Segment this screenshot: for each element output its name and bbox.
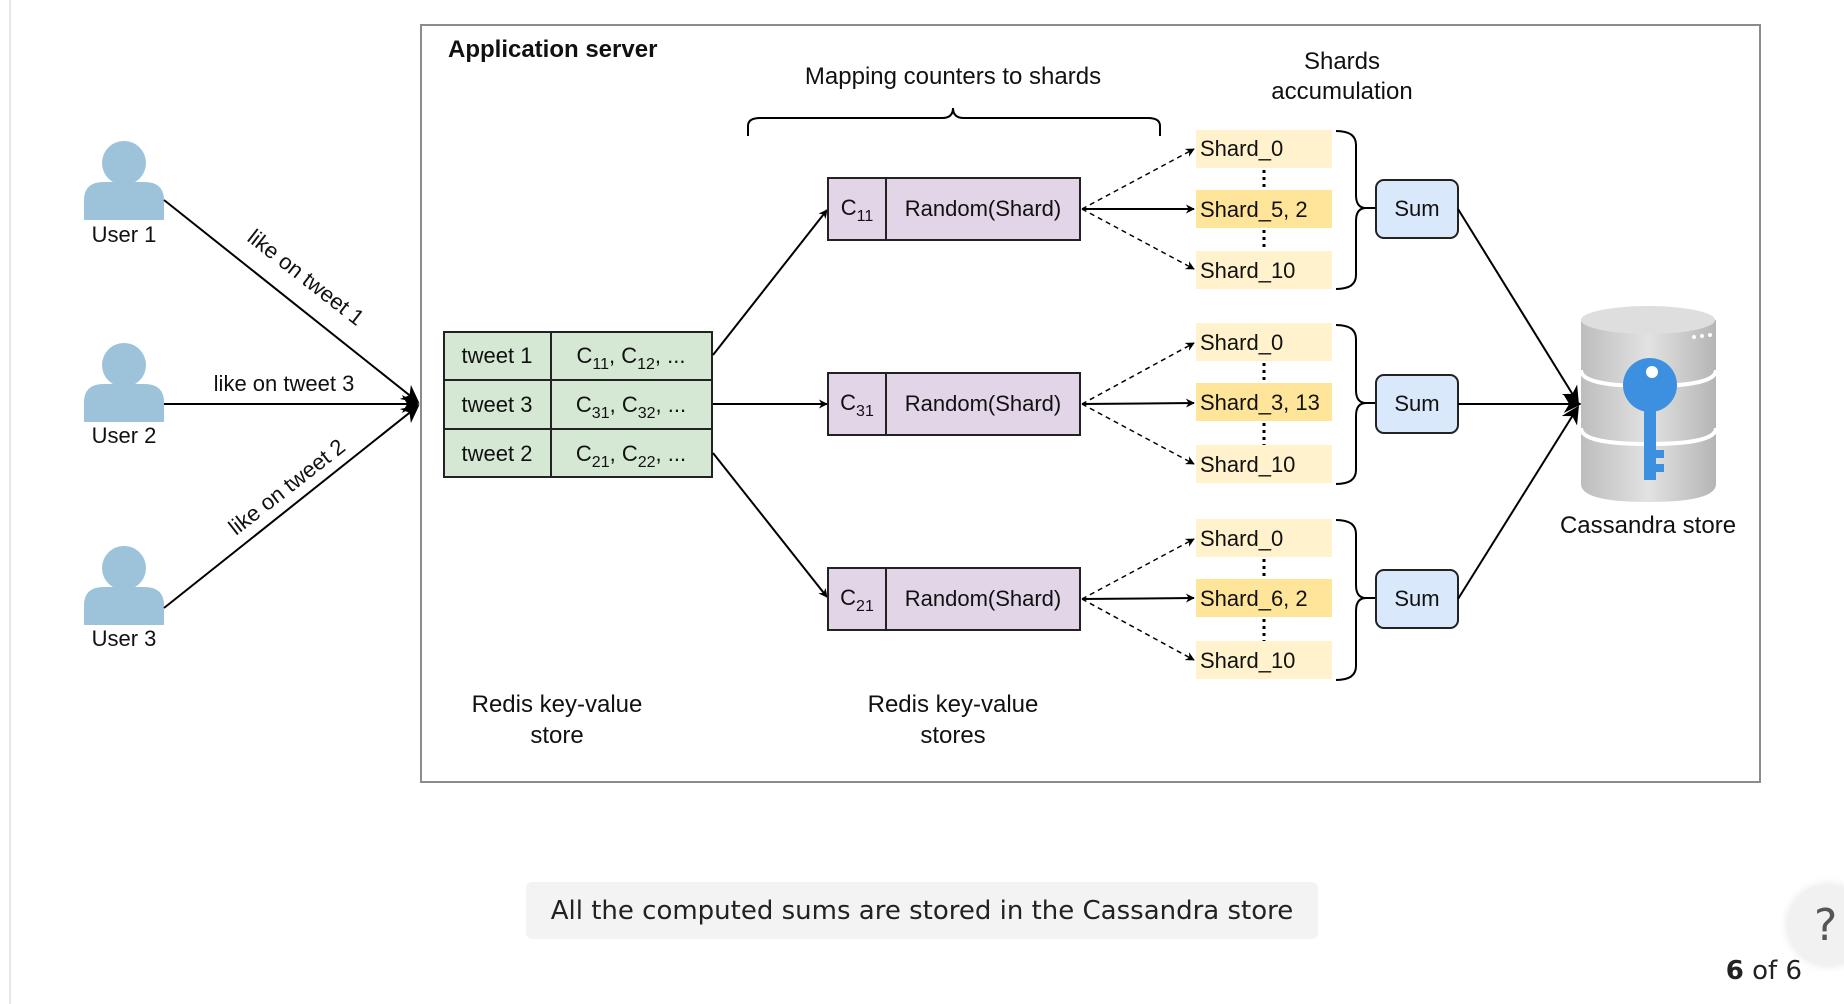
shard-brace — [1335, 324, 1367, 485]
counter-name: C31 — [840, 390, 874, 420]
counter-name: C11 — [841, 195, 874, 225]
tweet-counters: C21, C22, ... — [576, 441, 686, 471]
counter-box-c11: C11 Random(Shard) — [827, 177, 1081, 241]
user-icon — [84, 343, 164, 422]
edge-random-to-shard-bottom — [1081, 598, 1195, 661]
counter-box-c21: C21 Random(Shard) — [827, 567, 1081, 631]
tweet-key: tweet 3 — [462, 392, 533, 417]
redis-stores-label-line2: stores — [920, 722, 985, 749]
tweet-counters: C31, C32, ... — [576, 392, 686, 422]
help-button[interactable]: ? — [1788, 885, 1844, 965]
pager-total: of 6 — [1752, 956, 1802, 986]
tweet-table: tweet 1 tweet 3 tweet 2 C11, C12, ... C3… — [443, 331, 713, 478]
shard-cell-light — [1196, 445, 1332, 483]
shard-bottom: Shard_10 — [1200, 452, 1295, 477]
server-title: Application server — [448, 36, 657, 63]
shard-middle: Shard_6, 2 — [1200, 586, 1308, 611]
shard-cell-light — [1196, 130, 1332, 168]
user-3: User 3 — [84, 546, 164, 651]
tweet-key: tweet 1 — [462, 343, 533, 368]
shard-brace — [1335, 519, 1367, 681]
shard-cell-light — [1196, 251, 1332, 289]
slide-pager: 6 of 6 — [1726, 956, 1802, 986]
edge-random-to-shard-top — [1081, 148, 1195, 210]
user-icon — [84, 141, 164, 220]
shard-cell-light — [1196, 641, 1332, 679]
key-icon — [1623, 358, 1677, 480]
accumulation-title-line1: Shards — [1304, 48, 1380, 75]
edge-user3-to-table — [163, 404, 420, 609]
edge-sum3-to-cassandra — [1457, 405, 1579, 600]
user-3-label: User 3 — [92, 626, 157, 651]
accumulation-title-line2: accumulation — [1271, 78, 1412, 105]
shard-top: Shard_0 — [1200, 330, 1283, 355]
sum-label: Sum — [1394, 196, 1439, 221]
shard-middle: Shard_3, 13 — [1200, 390, 1320, 415]
shard-group-2: Shard_0 Shard_3, 13 Shard_10 Sum — [1081, 323, 1459, 485]
user-1-label: User 1 — [92, 222, 157, 247]
shard-cell-highlight — [1196, 579, 1332, 617]
application-server-frame — [420, 24, 1761, 783]
shard-top: Shard_0 — [1200, 526, 1283, 551]
shard-group-1: Shard_0 Shard_5, 2 Shard_10 Sum — [1081, 130, 1459, 290]
tweet-counters: C11, C12, ... — [577, 343, 686, 373]
shard-cell-highlight — [1196, 383, 1332, 421]
edge-table-to-c21 — [712, 452, 828, 598]
shard-bottom: Shard_10 — [1200, 258, 1295, 283]
counter-func: Random(Shard) — [905, 586, 1062, 611]
shard-group-3: Shard_0 Shard_6, 2 Shard_10 Sum — [1081, 519, 1459, 681]
edge-user1-to-table — [163, 199, 420, 404]
counter-func: Random(Shard) — [905, 391, 1062, 416]
shard-cell-light — [1196, 323, 1332, 361]
tweet-key: tweet 2 — [462, 441, 533, 466]
redis-store-label-line1: Redis key-value — [472, 691, 643, 718]
shard-top: Shard_0 — [1200, 136, 1283, 161]
edge-sum1-to-cassandra — [1457, 208, 1579, 405]
counter-box-c31: C31 Random(Shard) — [827, 372, 1081, 436]
pager-current: 6 — [1725, 956, 1744, 986]
sum-label: Sum — [1394, 391, 1439, 416]
redis-store-label-line2: store — [530, 722, 583, 749]
edge-table-to-c11 — [712, 209, 828, 356]
edge-random-to-shard-bottom — [1081, 208, 1195, 270]
edge-random-to-shard-selected — [1081, 398, 1195, 408]
shard-cell-highlight — [1196, 190, 1332, 228]
cassandra-label: Cassandra store — [1560, 512, 1736, 539]
shard-cell-light — [1196, 519, 1332, 557]
shard-bottom: Shard_10 — [1200, 648, 1295, 673]
cassandra-database-icon — [1579, 306, 1718, 502]
user-1: User 1 — [84, 141, 164, 247]
user-icon — [84, 546, 164, 625]
user-2: User 2 — [84, 343, 164, 448]
slide-caption: All the computed sums are stored in the … — [526, 882, 1318, 939]
counter-name: C21 — [840, 585, 874, 615]
edge-random-to-shard-top — [1081, 342, 1195, 405]
shard-middle: Shard_5, 2 — [1200, 197, 1308, 222]
edge-random-to-shard-top — [1081, 538, 1195, 600]
redis-stores-label-line1: Redis key-value — [868, 691, 1039, 718]
edge-label-user3: like on tweet 2 — [224, 434, 350, 540]
user-2-label: User 2 — [92, 423, 157, 448]
edge-label-user2: like on tweet 3 — [214, 371, 355, 396]
sum-label: Sum — [1394, 586, 1439, 611]
mapping-brace — [747, 107, 1161, 136]
edge-random-to-shard-selected — [1081, 593, 1195, 603]
shard-brace — [1335, 130, 1367, 290]
edge-random-to-shard-bottom — [1081, 403, 1195, 465]
counter-func: Random(Shard) — [905, 196, 1062, 221]
mapping-title: Mapping counters to shards — [805, 63, 1101, 90]
